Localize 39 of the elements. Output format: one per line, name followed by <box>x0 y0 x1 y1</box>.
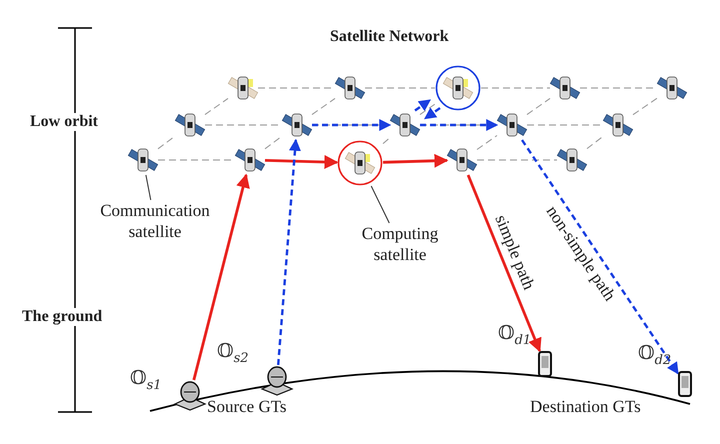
orbit-link <box>586 136 604 150</box>
terminal-label: 𝕆$_{s1}$ <box>130 367 162 393</box>
satellite-icon <box>337 140 383 186</box>
arrow <box>420 119 498 131</box>
orbit-link <box>632 98 658 116</box>
terminal-label: 𝕆$_{s2}$ <box>217 340 249 366</box>
orbit-link <box>312 98 336 116</box>
leader-line <box>370 186 390 224</box>
ground-terminal-label: Destination GTs <box>530 397 641 417</box>
orbit-link <box>526 98 550 116</box>
orbit-link <box>382 137 390 144</box>
arrow <box>521 139 679 375</box>
orbit-link <box>158 136 176 150</box>
ground-station-icon <box>174 380 206 410</box>
arrow <box>276 138 301 366</box>
mobile-terminal-icon <box>678 371 692 397</box>
satellite-icon <box>435 65 481 111</box>
scale-label: The ground <box>22 308 102 326</box>
leader-line <box>145 174 152 200</box>
orbit-link <box>264 136 282 150</box>
diagram-title: Satellite Network <box>330 28 449 46</box>
arrow <box>264 155 338 170</box>
scale-label: Low orbit <box>30 113 98 131</box>
orbit-link <box>204 98 228 116</box>
ground-terminal-label: Source GTs <box>207 397 287 417</box>
arrow <box>414 99 431 112</box>
arrow <box>466 174 542 352</box>
mobile-terminal-icon <box>538 351 552 377</box>
orbit-link <box>420 104 436 116</box>
arrow <box>192 174 250 380</box>
terminal-label: 𝕆$_{d1}$ <box>498 322 532 348</box>
satellite-caption: Communication satellite <box>85 200 225 244</box>
satellite-caption: Computing satellite <box>342 223 458 267</box>
arrow <box>424 107 441 120</box>
terminal-label: 𝕆$_{d2}$ <box>638 342 672 368</box>
arrow <box>312 119 392 131</box>
orbit-link <box>476 135 498 150</box>
arrow <box>382 154 448 168</box>
ground-station-icon <box>261 365 293 395</box>
